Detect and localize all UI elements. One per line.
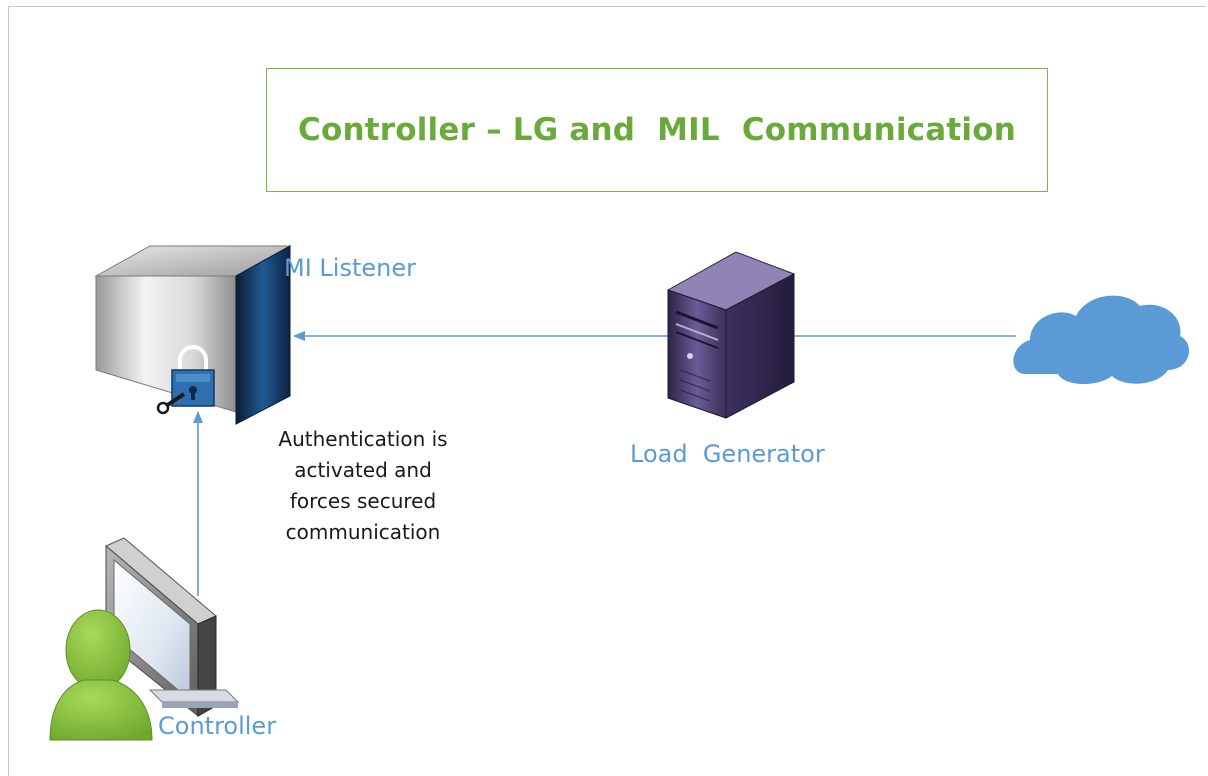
note-line: communication bbox=[285, 520, 441, 544]
controller-label: Controller bbox=[158, 712, 277, 740]
note-line: forces secured bbox=[289, 489, 437, 513]
mi-listener-label: MI Listener bbox=[284, 254, 416, 282]
load-generator-label: Load Generator bbox=[630, 440, 825, 468]
user-icon bbox=[49, 609, 153, 741]
diagram-title: Controller – LG and MIL Communication bbox=[298, 112, 1016, 148]
user-monitor-icon bbox=[49, 537, 240, 741]
padlock-icon bbox=[171, 345, 215, 407]
page-frame bbox=[8, 6, 1206, 776]
monitor-icon bbox=[105, 537, 240, 718]
title-box: Controller – LG and MIL Communication bbox=[266, 68, 1048, 192]
note-line: activated and bbox=[294, 458, 432, 482]
key-icon bbox=[156, 392, 186, 415]
note-line: Authentication is bbox=[278, 427, 448, 451]
cloud-icon bbox=[1013, 295, 1190, 385]
tower-server-icon bbox=[666, 251, 796, 419]
locked-server-icon bbox=[94, 245, 292, 425]
authentication-note: Authentication is activated and forces s… bbox=[240, 424, 486, 548]
